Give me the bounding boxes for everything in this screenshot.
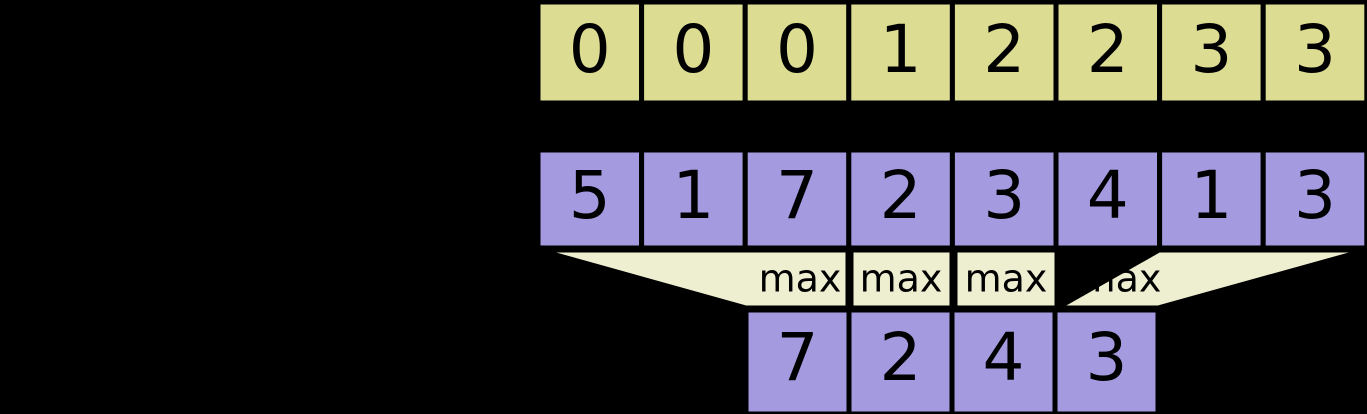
input-row: 5 1 7 2 3 4 1 [535,147,1367,251]
output-cell-2[interactable]: 4 [949,307,1058,414]
input-cell-2-value: 7 [776,157,818,234]
max-funnel-band: max max max max [537,247,1367,311]
input-cell-3[interactable]: 2 [846,147,955,251]
input-cell-4[interactable]: 3 [949,147,1059,251]
input-cell-6-value: 1 [1190,157,1232,234]
output-row: 7 2 4 3 [743,307,1161,414]
output-cell-0[interactable]: 7 [743,307,852,414]
max-funnel-1[interactable]: max [848,247,955,311]
output-cell-0-value: 7 [777,319,819,396]
max-funnel-2[interactable]: max [952,247,1060,311]
index-cell-1[interactable]: 0 [639,0,748,106]
index-cell-5-value: 2 [1087,11,1129,88]
index-cell-4-value: 2 [983,11,1025,88]
index-cell-7-value: 3 [1294,11,1336,88]
output-cell-3[interactable]: 3 [1052,307,1161,414]
input-cell-0[interactable]: 5 [535,147,645,251]
input-cell-7-value: 3 [1294,157,1336,234]
index-cell-2[interactable]: 0 [742,0,852,106]
max-funnel-0[interactable]: max [537,247,851,311]
max-funnel-1-label: max [860,257,943,301]
index-cell-3[interactable]: 1 [846,0,955,106]
output-cell-1-value: 2 [880,319,922,396]
index-cell-6[interactable]: 3 [1157,0,1266,106]
input-cell-2[interactable]: 7 [742,147,852,251]
index-cell-0-value: 0 [569,11,611,88]
max-funnel-3-label: max [1079,257,1162,301]
input-cell-7[interactable]: 3 [1260,147,1367,251]
input-cell-1-value: 1 [672,157,714,234]
input-cell-6[interactable]: 1 [1157,147,1266,251]
input-cell-1[interactable]: 1 [639,147,748,251]
index-cell-0[interactable]: 0 [535,0,645,106]
output-cell-3-value: 3 [1086,319,1128,396]
max-funnel-2-label: max [965,257,1048,301]
index-cell-6-value: 3 [1190,11,1232,88]
max-funnel-0-label: max [759,257,842,301]
output-cell-2-value: 4 [983,319,1025,396]
max-funnel-3[interactable]: max [1047,247,1367,311]
index-cell-3-value: 1 [880,11,922,88]
index-cell-1-value: 0 [672,11,714,88]
input-cell-5[interactable]: 4 [1053,147,1163,251]
input-cell-0-value: 5 [569,157,611,234]
index-cell-7[interactable]: 3 [1260,0,1367,106]
input-cell-4-value: 3 [983,157,1025,234]
input-cell-3-value: 2 [880,157,922,234]
index-cell-5[interactable]: 2 [1053,0,1163,106]
output-cell-1[interactable]: 2 [846,307,955,414]
input-cell-5-value: 4 [1087,157,1129,234]
index-cell-4[interactable]: 2 [949,0,1059,106]
index-row: 0 0 0 1 2 2 3 [535,0,1367,106]
index-cell-2-value: 0 [776,11,818,88]
